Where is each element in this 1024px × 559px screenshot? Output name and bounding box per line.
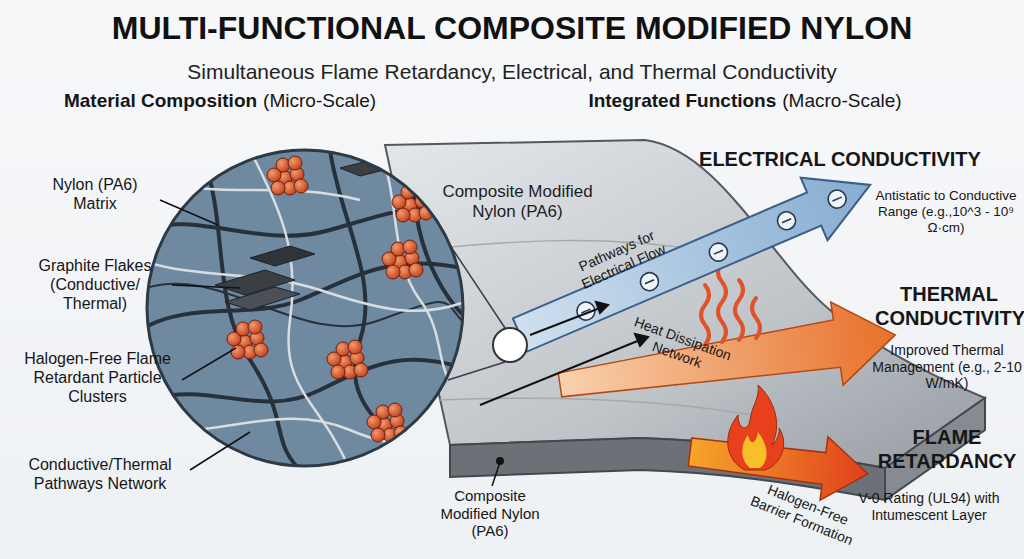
section-heading: Material Composition [64, 90, 257, 112]
leader-dot [496, 457, 504, 465]
leader-line [190, 432, 250, 470]
function-detail: Antistatic to Conductive Range (e.g.,10^… [872, 188, 1020, 236]
network-line [150, 360, 470, 402]
particle-cluster [367, 403, 408, 442]
function-heading: THERMAL CONDUCTIVITY [875, 283, 1023, 330]
network-line [140, 284, 470, 330]
leader-line [160, 200, 218, 225]
lens-line [448, 362, 505, 380]
particle-cluster [382, 240, 423, 279]
electron-minus [782, 219, 791, 223]
graphite-flake [340, 158, 400, 176]
particle-cluster [267, 156, 308, 195]
lens-outline [147, 150, 463, 466]
subtitle: Simultaneous Flame Retardancy, Electrica… [0, 60, 1024, 85]
section-subheading: (Macro-Scale) [782, 90, 901, 112]
heat-wave [735, 280, 743, 340]
electron [707, 240, 731, 264]
dark-network [140, 150, 470, 470]
leader-line [182, 348, 236, 380]
electron-minus [833, 197, 842, 201]
flow-arrows [480, 302, 648, 405]
heat-wave [752, 298, 760, 338]
slab-side-face [885, 398, 985, 500]
network-line [140, 419, 470, 443]
flame-symbol [728, 385, 784, 470]
section-subheading: (Micro-Scale) [263, 90, 376, 112]
leader-lines [160, 200, 500, 486]
lens-point [493, 328, 527, 362]
diagram-title: MULTI-FUNCTIONAL COMPOSITE MODIFIED NYLO… [0, 10, 1024, 48]
flow-arrow-line [530, 308, 600, 335]
component-label: Conductive/Thermal Pathways Network [10, 456, 190, 494]
material-label: Composite Modified Nylon (PA6) [430, 487, 550, 540]
component-label: Halogen-Free Flame Retardant Particle Cl… [15, 350, 180, 407]
microstructure-lens [140, 150, 470, 470]
graphite-flake [250, 246, 315, 266]
section-heading: Integrated Functions [588, 90, 776, 112]
node-text: Composite Modified Nylon (PA6) [425, 182, 610, 223]
heat-wave [701, 285, 709, 345]
leader-line [492, 462, 500, 486]
heat-wave [718, 262, 726, 342]
flame-outer [728, 385, 784, 470]
heat-waves [701, 262, 760, 345]
electron [775, 209, 799, 233]
flow-arrow-head [596, 302, 608, 313]
function-heading: ELECTRICAL CONDUCTIVITY [665, 148, 1015, 172]
slab-label-region: Composite Modified Nylon (PA6) [425, 182, 610, 223]
electron-minus [645, 280, 654, 284]
network-line [250, 150, 350, 470]
component-label: Nylon (PA6) Matrix [30, 176, 160, 214]
function-detail: Improved Thermal Management (e.g., 2-10 … [872, 342, 1022, 392]
particle-cluster [392, 183, 433, 222]
network-line [160, 180, 360, 200]
particle-cluster [227, 320, 268, 359]
particle-cluster [327, 340, 368, 379]
leader-line [172, 285, 240, 288]
heading-row: Material Composition (Micro-Scale) [40, 90, 400, 112]
component-label: Graphite Flakes (Conductive/ Thermal) [20, 257, 170, 314]
function-heading: FLAME RETARDANCY [872, 426, 1022, 473]
microstructure [140, 150, 470, 470]
electron-minus [714, 250, 723, 254]
electron [638, 270, 662, 294]
flame-retardant-clusters [227, 156, 433, 442]
electron [825, 187, 849, 211]
light-network [140, 150, 470, 470]
graphite-flakes [215, 158, 400, 310]
flame-inner [742, 432, 766, 468]
graphite-flake [225, 287, 300, 310]
heading-row: Integrated Functions (Macro-Scale) [545, 90, 945, 112]
function-detail: V-0 Rating (UL94) with Intumescent Layer [838, 490, 1020, 523]
